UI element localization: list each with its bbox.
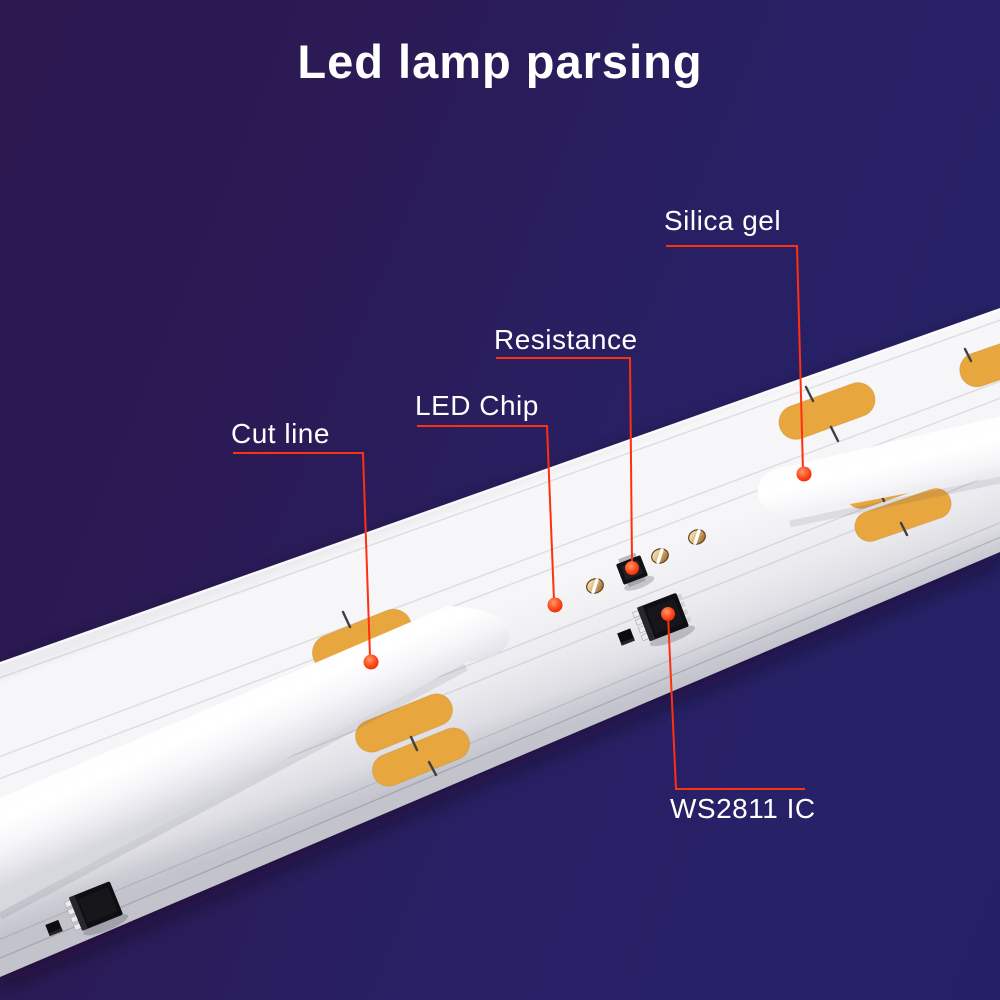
solder-dot — [651, 548, 669, 564]
leader-lines — [233, 245, 805, 790]
tube-shadow — [0, 663, 468, 920]
ws2811-ic-chip-secondary — [64, 881, 129, 936]
resistance-leader-line — [496, 357, 633, 564]
capacitor-component — [45, 919, 63, 937]
cut-mark-tick — [963, 347, 973, 363]
solder-pad — [854, 488, 952, 542]
pcb-top-edge-highlight — [0, 308, 1000, 665]
ws2811-ic-label: WS2811 IC — [670, 793, 816, 824]
tube-shadow — [789, 476, 1000, 528]
silica-gel-label: Silica gel — [664, 205, 782, 236]
cut-mark-tick — [409, 735, 419, 752]
led-chip-label: LED Chip — [415, 390, 539, 421]
resistance-label: Resistance — [494, 324, 638, 355]
capacitor-component — [617, 628, 635, 646]
page-title: Led lamp parsing — [297, 35, 703, 88]
cut-line-leader-line — [233, 452, 371, 658]
solder-pad — [372, 727, 470, 787]
marker-dots — [363, 466, 812, 670]
ws2811-marker-dot — [661, 607, 675, 621]
silica-gel-leader-line — [666, 245, 804, 472]
cut-mark-tick — [427, 760, 438, 777]
silica-gel-marker-dot — [796, 466, 812, 482]
cut-mark-tick — [804, 385, 815, 403]
solder-dot — [688, 529, 706, 545]
solder-pad — [355, 693, 453, 753]
cut-line-marker-dot — [363, 654, 379, 670]
ws2811-leader-line — [667, 614, 805, 790]
solder-pad — [778, 382, 876, 440]
cut-mark-tick — [899, 521, 909, 537]
led-chip-marker-dot — [547, 597, 563, 613]
cut-mark-tick — [341, 610, 352, 629]
silicone-gel-tube-right — [757, 416, 1000, 515]
cut-mark-tick — [829, 425, 840, 443]
solder-dot — [586, 578, 604, 594]
cut-line-label: Cut line — [231, 418, 330, 449]
solder-pad — [959, 330, 1000, 388]
resistance-marker-dot — [625, 561, 639, 575]
led-chip-leader-line — [417, 425, 555, 601]
silicone-gel-tube-left — [0, 606, 510, 912]
